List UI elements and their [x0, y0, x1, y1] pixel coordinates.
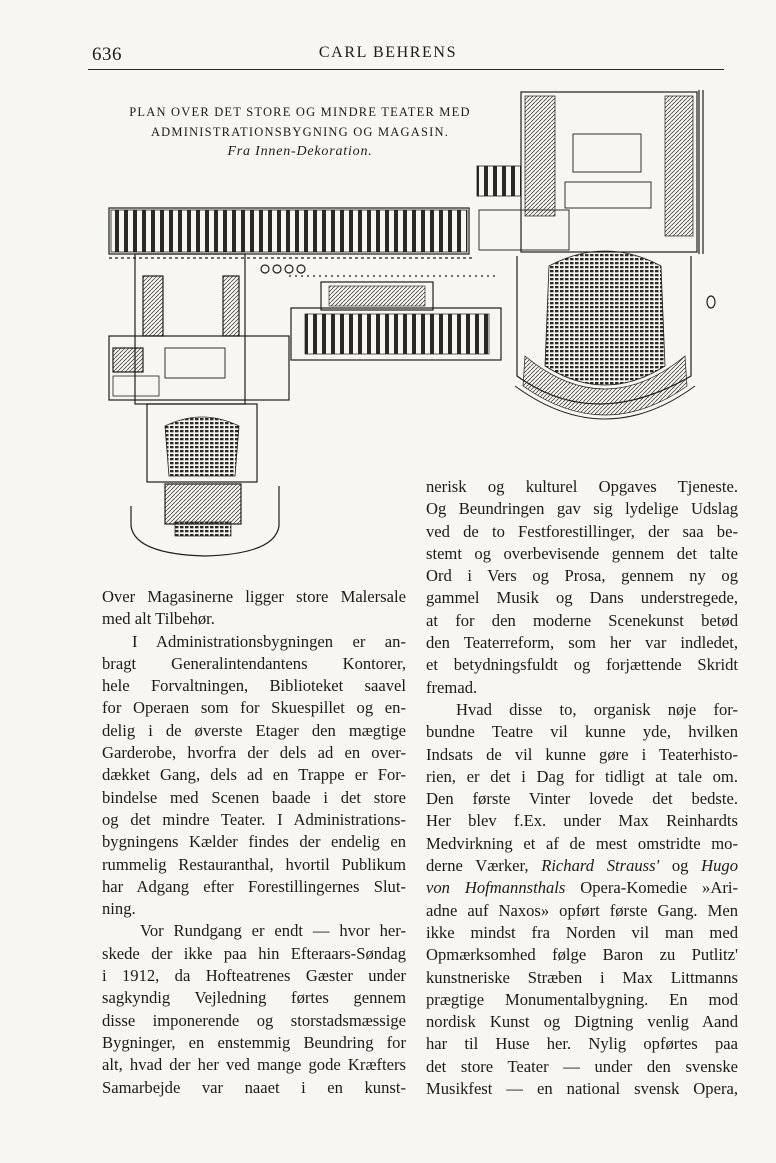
left-column: Over Magasinerne ligger store Malersale … — [102, 586, 406, 1099]
text-line: nordisk Kunst og Digtning venlig Aand — [426, 1012, 738, 1032]
text-line: prægtige Monumentalbygning. En mod — [426, 989, 738, 1009]
text-line: bindelse med Scenen baade i det store — [102, 787, 406, 807]
text-line: Vor Rundgang er endt — hvor her- — [140, 921, 406, 941]
text-line: ved de to Festforestillinger, der saa be… — [426, 521, 738, 541]
italic-name: von Hofmannsthals — [426, 878, 566, 898]
text-line: alt, hvad der her ved mange gode Kræfter… — [102, 1055, 406, 1075]
text-line: derne Værker, Richard Strauss' og Hugo — [426, 855, 738, 877]
text-line: Over Magasinerne ligger store Malersale — [102, 587, 406, 606]
text-line: den Teaterreform, som her var indledet, — [426, 633, 738, 653]
italic-name: Richard Strauss' — [541, 856, 660, 876]
text-line: bygningens Kælder findes der endelig en — [102, 832, 406, 852]
text-line: Musikfest — en national svensk Opera, — [426, 1079, 738, 1099]
text-run: derne Værker, — [426, 856, 542, 876]
figure-caption: PLAN OVER DET STORE OG MINDRE TEATER MED… — [100, 102, 500, 162]
text-line: I Administrationsbygningen er an- — [132, 631, 406, 651]
text-line: hele Forvaltningen, Biblioteket saavel — [102, 676, 406, 696]
page-number: 636 — [92, 44, 122, 65]
text-line: von Hofmannsthals Opera-Komedie »Ari- — [426, 877, 738, 899]
text-line: Ord i Vers og Prosa, gennem ny og — [426, 566, 738, 586]
text-line: dækket Gang, dels ad en Trappe er For- — [102, 765, 406, 785]
text-line: Den første Vinter lovede det bedste. — [426, 789, 738, 809]
caption-line-2: ADMINISTRATIONSBYGNING OG MAGASIN. — [150, 125, 450, 139]
text-line: Medvirkning et af de mest omstridte mo- — [426, 833, 738, 853]
caption-line-1: PLAN OVER DET STORE OG MINDRE TEATER MED — [129, 105, 471, 119]
text-run: Opera-Komedie »Ari- — [565, 878, 738, 898]
floor-plan-figure — [108, 90, 716, 557]
caption-source: Fra Innen-Dekoration. — [227, 144, 373, 159]
text-line: rummelig Restauranthal, hvortil Publikum — [102, 854, 406, 874]
text-line: stemt og overbevisende gennem det talte — [426, 543, 738, 563]
text-line: Samarbejde var naaet i en kunst- — [102, 1077, 406, 1097]
text-run: og — [659, 856, 702, 876]
text-line: nerisk og kulturel Opgaves Tjeneste. — [426, 477, 738, 496]
text-line: kunstneriske Stræben i Max Littmanns — [426, 967, 738, 987]
text-line: har Adgang efter Forestillingernes Slut- — [102, 876, 406, 896]
text-line: ikke mindst fra Norden vil man med — [426, 922, 738, 942]
text-line: Opmærksomhed følge Baron zu Putlitz' — [426, 945, 738, 965]
text-line: et betydningsfuldt og forjættende Skridt — [426, 655, 738, 675]
text-line: adne auf Naxos» opført første Gang. Men — [426, 900, 738, 920]
text-line: det store Teater — under den svenske — [426, 1056, 738, 1076]
text-line: bragt Generalintendantens Kontorer, — [102, 653, 406, 673]
text-line: Indsats de vil kunne gøre i Teaterhisto- — [426, 744, 738, 764]
header-rule — [88, 69, 724, 70]
italic-name: Hugo — [701, 856, 739, 876]
text-line: delig i de øverste Etager den mægtige — [102, 720, 406, 740]
text-line: ning. — [102, 899, 136, 919]
text-line: Her blev f.Ex. under Max Reinhardts — [426, 811, 738, 831]
right-column: nerisk og kulturel Opgaves Tjeneste. Og … — [426, 476, 738, 1100]
text-line: at for den moderne Scenekunst betød — [426, 610, 738, 630]
text-line: Og Beundringen gav sig lydelige Udslag — [426, 499, 738, 519]
text-line: i 1912, da Hofteatrenes Gæster under — [102, 966, 406, 986]
text-line: har til Huse her. Nylig opførtes paa — [426, 1034, 738, 1054]
text-line: fremad. — [426, 677, 478, 697]
text-line: sagkyndig Vejledning førtes gennem — [102, 988, 406, 1008]
text-line: for Operaen som for Skuespillet og en- — [102, 698, 406, 718]
text-line: med alt Tilbehør. — [102, 609, 215, 629]
text-line: Hvad disse to, organisk nøje for- — [456, 699, 738, 719]
text-line: Garderobe, hvorfra der dels ad en over- — [102, 743, 406, 763]
running-head: CARL BEHRENS — [318, 44, 458, 61]
text-line: bundne Teatre vil kunne yde, hvilken — [426, 722, 738, 742]
text-line: disse imponerende og storstadsmæssige — [102, 1010, 406, 1030]
text-line: rien, er det i Dag for tidligt at tale o… — [426, 766, 738, 786]
text-line: og det mindre Teater. I Administrations- — [102, 809, 406, 829]
text-line: gammel Musik og Dans understregede, — [426, 588, 738, 608]
text-line: Bygninger, en enstemmig Beundring for — [102, 1032, 406, 1052]
text-line: skede der ikke paa hin Efteraars-Søndag — [102, 943, 406, 963]
